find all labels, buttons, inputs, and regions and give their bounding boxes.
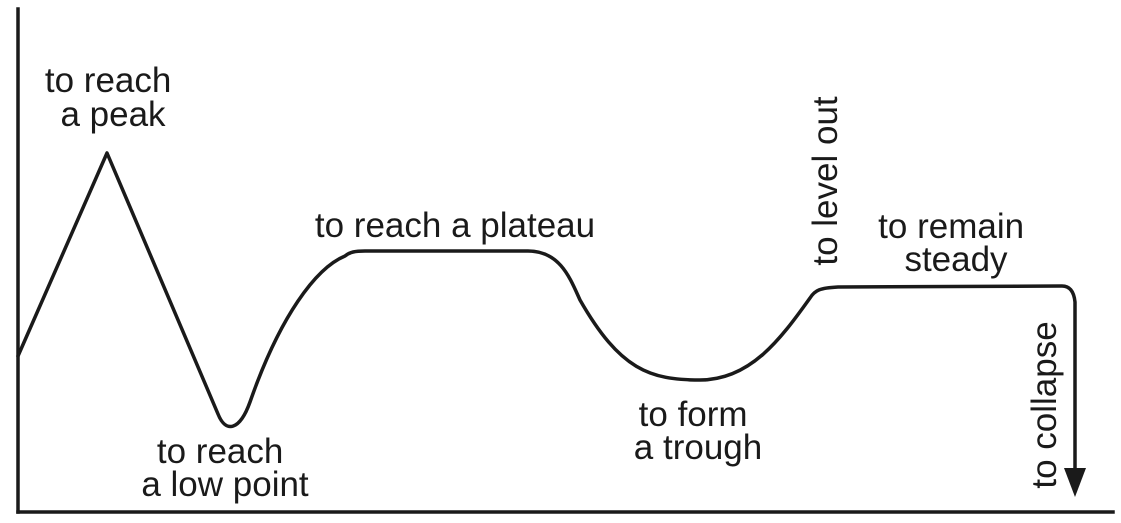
- trough-label: to form a trough: [634, 395, 762, 467]
- remain-steady-label-line-1: to remain: [878, 207, 1024, 246]
- collapse-label-line-1: to collapse: [1025, 321, 1064, 488]
- low-point-label-line-1: to reach: [157, 432, 283, 471]
- remain-steady-label-line-2: steady: [904, 240, 1008, 279]
- plateau-label-line-1: to reach a plateau: [315, 206, 595, 245]
- remain-steady-label: to remain steady: [878, 207, 1034, 279]
- trend-line: [16, 151, 1077, 472]
- plateau-label: to reach a plateau: [315, 206, 595, 245]
- level-out-label-line-1: to level out: [806, 96, 845, 266]
- low-point-label-line-2: a low point: [141, 465, 309, 504]
- low-point-label: to reach a low point: [141, 432, 309, 504]
- trough-label-line-1: to form: [639, 395, 748, 434]
- peak-label-line-2: a peak: [60, 95, 166, 134]
- collapse-label: to collapse: [1025, 321, 1064, 488]
- level-out-label: to level out: [806, 96, 845, 266]
- peak-label-line-1: to reach: [45, 61, 171, 100]
- trough-label-line-2: a trough: [634, 428, 762, 467]
- collapse-arrowhead: [1064, 468, 1086, 497]
- peak-label: to reach a peak: [45, 61, 181, 134]
